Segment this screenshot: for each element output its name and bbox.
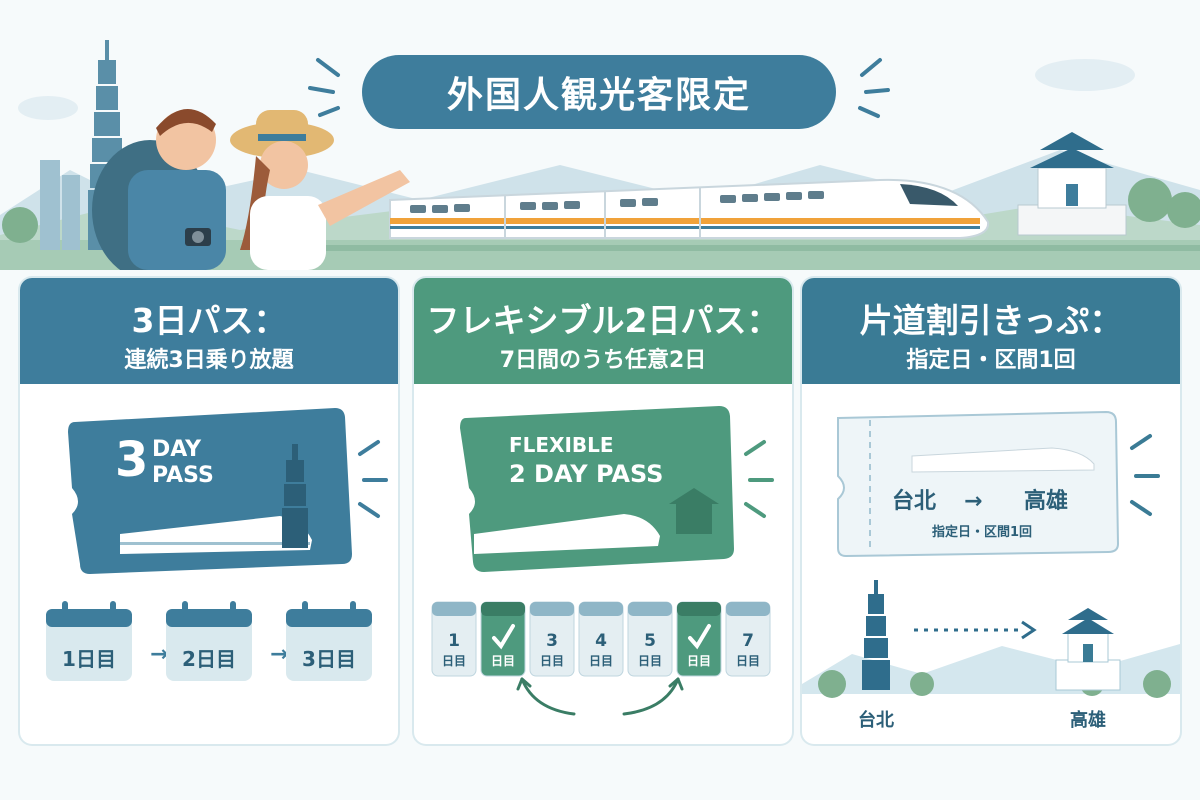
ticket-pass-label: PASS xyxy=(152,463,214,488)
calendar-day: 5 日目 xyxy=(627,601,673,677)
ticket-number: 3 xyxy=(115,432,148,488)
hero-scene xyxy=(0,40,1200,270)
pass-card-header: 片道割引きっぷ： 指定日・区間1回 xyxy=(802,278,1180,384)
ticket-note: 指定日・区間1回 xyxy=(932,524,1032,540)
pass-subtitle: 7日間のうち任意2日 xyxy=(499,348,707,373)
pass-title: フレキシブル2日パス： xyxy=(426,301,780,340)
flexible-ticket-icon: FLEXIBLE 2 DAY PASS xyxy=(460,406,734,572)
cloud xyxy=(1035,59,1135,91)
highlight-strokes xyxy=(308,58,890,118)
memorial-hall-icon xyxy=(1017,132,1127,236)
ticket-burst-strokes xyxy=(744,440,774,518)
day-label: 1日目 xyxy=(62,647,116,671)
calendar-day: 3 日目 xyxy=(529,601,575,677)
route-destination-label: 高雄 xyxy=(1070,709,1106,731)
calendar-day-3: 3日目 xyxy=(286,601,372,681)
banner-title: 外国人観光客限定 xyxy=(446,75,751,116)
arrow-icon xyxy=(1021,620,1037,640)
calendar-day-label: 日目 xyxy=(540,654,564,668)
route-origin-label: 台北 xyxy=(858,709,894,731)
traveler-woman-illustration xyxy=(230,110,410,270)
rail-track xyxy=(300,245,1200,251)
calendar-day-number: 7 xyxy=(742,631,754,651)
ticket-origin: 台北 xyxy=(892,488,936,514)
calendar-day-number: 1 xyxy=(448,631,460,651)
pass-card-header: フレキシブル2日パス： 7日間のうち任意2日 xyxy=(414,278,792,384)
traveler-man-illustration xyxy=(92,108,226,270)
arrow-icon: → xyxy=(150,642,168,667)
taipei-101-icon xyxy=(862,580,890,690)
day-label: 2日目 xyxy=(182,647,236,671)
calendar-day-selected: 日目 xyxy=(676,601,722,677)
pass-card-3day: 3日パス： 連続3日乗り放題 3 DAY PASS xyxy=(20,278,398,744)
pass-title: 片道割引きっぷ： xyxy=(859,301,1123,340)
pass-card-body: 3 DAY PASS 1日目 → 2日目 xyxy=(20,384,398,744)
calendar-day-label: 日目 xyxy=(491,654,515,668)
cloud xyxy=(18,96,78,120)
pass-card-header: 3日パス： 連続3日乗り放題 xyxy=(20,278,398,384)
pass-subtitle: 連続3日乗り放題 xyxy=(124,348,294,373)
calendar-day-label: 日目 xyxy=(638,654,662,668)
ticket-day-label: DAY xyxy=(152,437,202,462)
day-label: 3日目 xyxy=(302,647,356,671)
route-hills xyxy=(802,644,1180,694)
memorial-hall-icon xyxy=(1055,608,1121,691)
calendar-day-1: 1日目 xyxy=(46,601,132,681)
calendar-day: 7 日目 xyxy=(725,601,771,677)
ticket-destination: 高雄 xyxy=(1024,488,1068,514)
arrow-icon: → xyxy=(270,642,288,667)
3day-ticket-icon: 3 DAY PASS xyxy=(68,408,352,574)
selection-arrows xyxy=(516,677,684,716)
calendar-day-number: 3 xyxy=(546,631,558,651)
3day-pass-visual: 3 DAY PASS 1日目 → 2日目 xyxy=(46,408,388,681)
pass-card-oneway: 片道割引きっぷ： 指定日・区間1回 台北 → 高雄 指定日・区間1回 xyxy=(802,278,1180,744)
tourist-only-banner: 外国人観光客限定 xyxy=(362,55,836,129)
pass-title: 3日パス： xyxy=(131,301,287,340)
trees xyxy=(2,178,1200,243)
check-icon xyxy=(688,624,711,650)
oneway-ticket-visual: 台北 → 高雄 指定日・区間1回 xyxy=(802,410,1180,731)
train-illustration xyxy=(389,178,990,239)
check-icon xyxy=(492,624,515,650)
calendar-day: 4 日目 xyxy=(578,601,624,677)
ticket-2day-label: 2 DAY PASS xyxy=(509,460,663,488)
ticket-burst-strokes xyxy=(358,440,388,518)
pass-card-body: 台北 → 高雄 指定日・区間1回 xyxy=(802,384,1180,744)
calendar-day: 1 日目 xyxy=(431,601,477,677)
calendar-day-number: 5 xyxy=(644,631,656,651)
calendar-day-selected: 日目 xyxy=(480,601,526,677)
calendar-day-label: 日目 xyxy=(687,654,711,668)
arrow-icon: → xyxy=(964,489,982,514)
calendar-day-label: 日目 xyxy=(736,654,760,668)
calendar-day-number: 4 xyxy=(595,631,607,651)
hero-illustration xyxy=(0,0,1200,270)
oneway-ticket-icon: 台北 → 高雄 指定日・区間1回 xyxy=(837,410,1120,558)
seven-day-calendar: 1 日目 日目 3 日目 4 日目 5 日目 日目 7 日目 xyxy=(431,601,771,677)
pass-subtitle: 指定日・区間1回 xyxy=(906,348,1076,373)
calendar-day-label: 日目 xyxy=(589,654,613,668)
calendar-day-2: 2日目 xyxy=(166,601,252,681)
pass-card-flexible: フレキシブル2日パス： 7日間のうち任意2日 FLEXIBLE 2 DAY PA… xyxy=(414,278,792,744)
ticket-burst-strokes xyxy=(1130,434,1160,516)
calendar-day-label: 日目 xyxy=(442,654,466,668)
ticket-flexible-label: FLEXIBLE xyxy=(509,433,614,457)
flexible-pass-visual: FLEXIBLE 2 DAY PASS 1 日目 日目 3 日目 4 日目 5 日目 日目 7 日目 xyxy=(431,406,774,716)
pass-card-body: FLEXIBLE 2 DAY PASS 1 日目 日目 3 日目 4 日目 5 日目 日目 7 日目 xyxy=(414,384,792,744)
